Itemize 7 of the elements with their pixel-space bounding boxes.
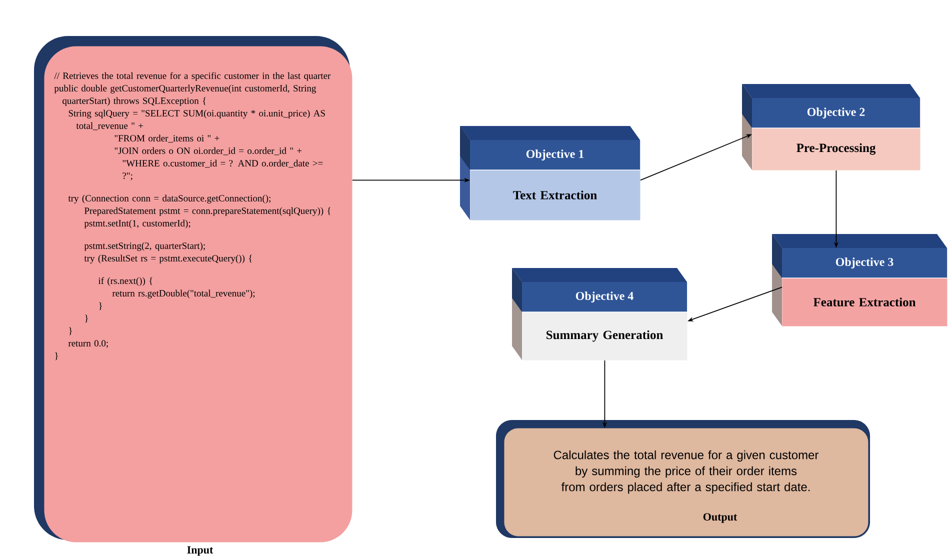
node-label: Input — [187, 546, 214, 556]
objective-block: Objective 3 Feature Extraction — [772, 234, 948, 326]
objective-block: Objective 2 Pre-Processing — [742, 84, 920, 170]
objective-block: Objective 4 Summary Generation — [512, 268, 688, 360]
code-box: // Retrieves the total revenue for a specific customer in the last quarter public double getCustomerQuarterlyRevenue(int customerId, String quarterStart) throws SQLException { String sqlQuery = "SELECT SUM(oi.quantity * oi.unit_price) AS total_revenue " + "FROM order_items oi " + "JOIN orders o ON oi.order_id = o.order_id " + "WHERE o.customer_id = ? AND o.order_date >= ?"; try (Connection conn = dataSource.getConnection(); PreparedStatement pstmt = conn.prepareStatement(sqlQuery)) { pstmt.setInt(1, customerId); pstmt.setString(2, quarterStart); try (ResultSet rs = pstmt.executeQuery()) { if (rs.next()) { return rs.getDouble("total_revenue"); } } } return 0.0; } — [34, 36, 352, 542]
output-box: Calculates the total revenue for a given customer by summing the price of their order items from orders placed after a specified start date. Output — [496, 420, 870, 538]
objective-block: Objective 1 Text Extraction — [460, 126, 640, 220]
